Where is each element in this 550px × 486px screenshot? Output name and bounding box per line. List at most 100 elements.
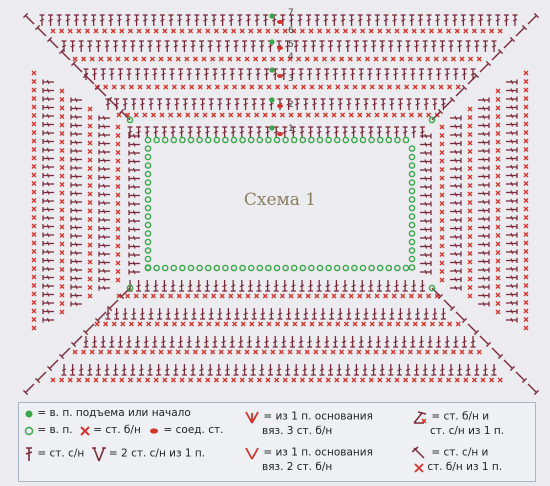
sc-stitch — [197, 84, 203, 90]
dc-stitch — [314, 14, 320, 26]
sc-stitch — [425, 349, 431, 355]
row-number: 3 — [288, 74, 294, 84]
dc-bar — [207, 44, 213, 48]
dc-bar — [372, 312, 377, 316]
sc-stitch — [342, 28, 348, 34]
dc-stitch — [448, 40, 454, 52]
dc-stitch — [42, 266, 54, 272]
dc-stitch — [181, 40, 187, 52]
chain-ring — [316, 136, 324, 144]
sc-stitch — [197, 321, 203, 327]
dc-stitch — [42, 147, 54, 153]
dc-bar — [216, 368, 222, 372]
sc-stitch — [219, 293, 225, 299]
dc-bar — [345, 368, 351, 372]
dc-bar — [510, 113, 514, 119]
dc-stitch — [98, 260, 110, 265]
sc-stitch — [339, 349, 345, 355]
dc-stitch — [121, 40, 127, 52]
sc-stitch — [495, 105, 501, 111]
sc-stitch — [87, 191, 93, 197]
sc-stitch — [497, 28, 503, 34]
sc-stitch — [168, 293, 174, 299]
dc-stitch — [56, 14, 62, 26]
dc-stitch — [95, 364, 101, 376]
dc-stitch — [333, 126, 339, 138]
sc-stitch — [111, 321, 117, 327]
dc-stitch — [222, 126, 228, 138]
dc-bar — [99, 18, 105, 22]
sc-stitch — [352, 321, 358, 327]
sc-stitch — [361, 84, 367, 90]
dc-bar — [142, 18, 148, 22]
dc-bar — [510, 105, 514, 110]
dc-stitch — [478, 97, 490, 103]
dc-bar — [482, 233, 486, 239]
dc-bar — [311, 368, 316, 372]
dc-bar — [174, 102, 180, 106]
dc-stitch — [263, 14, 269, 26]
sc-stitch — [318, 84, 324, 90]
dc-bar — [342, 130, 348, 134]
chain-ring — [408, 145, 416, 152]
sc-stitch — [412, 321, 418, 327]
dc-stitch — [506, 275, 518, 280]
chain-ring — [408, 179, 416, 186]
dc-stitch — [297, 14, 303, 26]
sc-stitch — [523, 274, 529, 280]
sc-stitch — [459, 349, 465, 355]
dc-bar — [179, 130, 184, 134]
sc-stitch — [158, 349, 164, 355]
chain-ring — [408, 213, 416, 220]
dc-stitch — [450, 285, 462, 291]
chain-ring — [144, 162, 152, 169]
dc-bar — [302, 368, 308, 372]
dc-bar — [334, 130, 339, 134]
dc-bar — [182, 44, 187, 48]
dc-stitch — [366, 14, 372, 26]
dc-bar — [260, 312, 266, 316]
dc-stitch — [506, 266, 518, 272]
dc-bar — [117, 18, 122, 22]
sc-stitch — [439, 252, 445, 257]
dc-stitch — [187, 280, 193, 292]
sc-stitch — [193, 112, 199, 118]
sc-stitch — [31, 96, 37, 101]
dc-stitch — [191, 308, 197, 320]
dc-stitch — [450, 158, 462, 163]
dc-stitch — [315, 68, 321, 80]
sc-stitch — [115, 133, 121, 138]
sc-stitch — [146, 321, 152, 327]
dc-bar — [46, 309, 50, 314]
corner-top — [22, 389, 29, 396]
sc-stitch — [179, 28, 185, 34]
dc-bar — [441, 102, 446, 106]
dc-stitch — [478, 208, 490, 213]
sc-stitch — [335, 84, 341, 90]
dc-bar — [217, 312, 223, 316]
sc-stitch — [244, 349, 250, 355]
dc-stitch — [328, 40, 334, 52]
sc-stitch — [361, 321, 367, 327]
sc-stitch — [471, 377, 477, 383]
dc-stitch — [42, 275, 54, 280]
dc-bar — [444, 340, 450, 344]
corner-stitch — [503, 36, 516, 49]
corner-stem — [527, 383, 537, 393]
dc-stitch — [400, 14, 406, 26]
sc-stitch — [467, 106, 473, 112]
dc-stitch — [324, 68, 330, 80]
sc-stitch — [159, 293, 165, 299]
sc-stitch — [495, 309, 501, 315]
dc-bar — [341, 72, 347, 76]
dc-stitch — [450, 243, 462, 248]
dc-stitch — [362, 364, 368, 376]
dc-stitch — [186, 336, 192, 348]
corner-top — [46, 36, 53, 43]
sc-stitch — [340, 112, 346, 118]
dc-stitch — [409, 14, 415, 26]
dc-bar — [312, 102, 317, 106]
corner-stitch — [34, 371, 47, 384]
dc-stitch — [320, 308, 326, 320]
dc-stitch — [354, 308, 360, 320]
